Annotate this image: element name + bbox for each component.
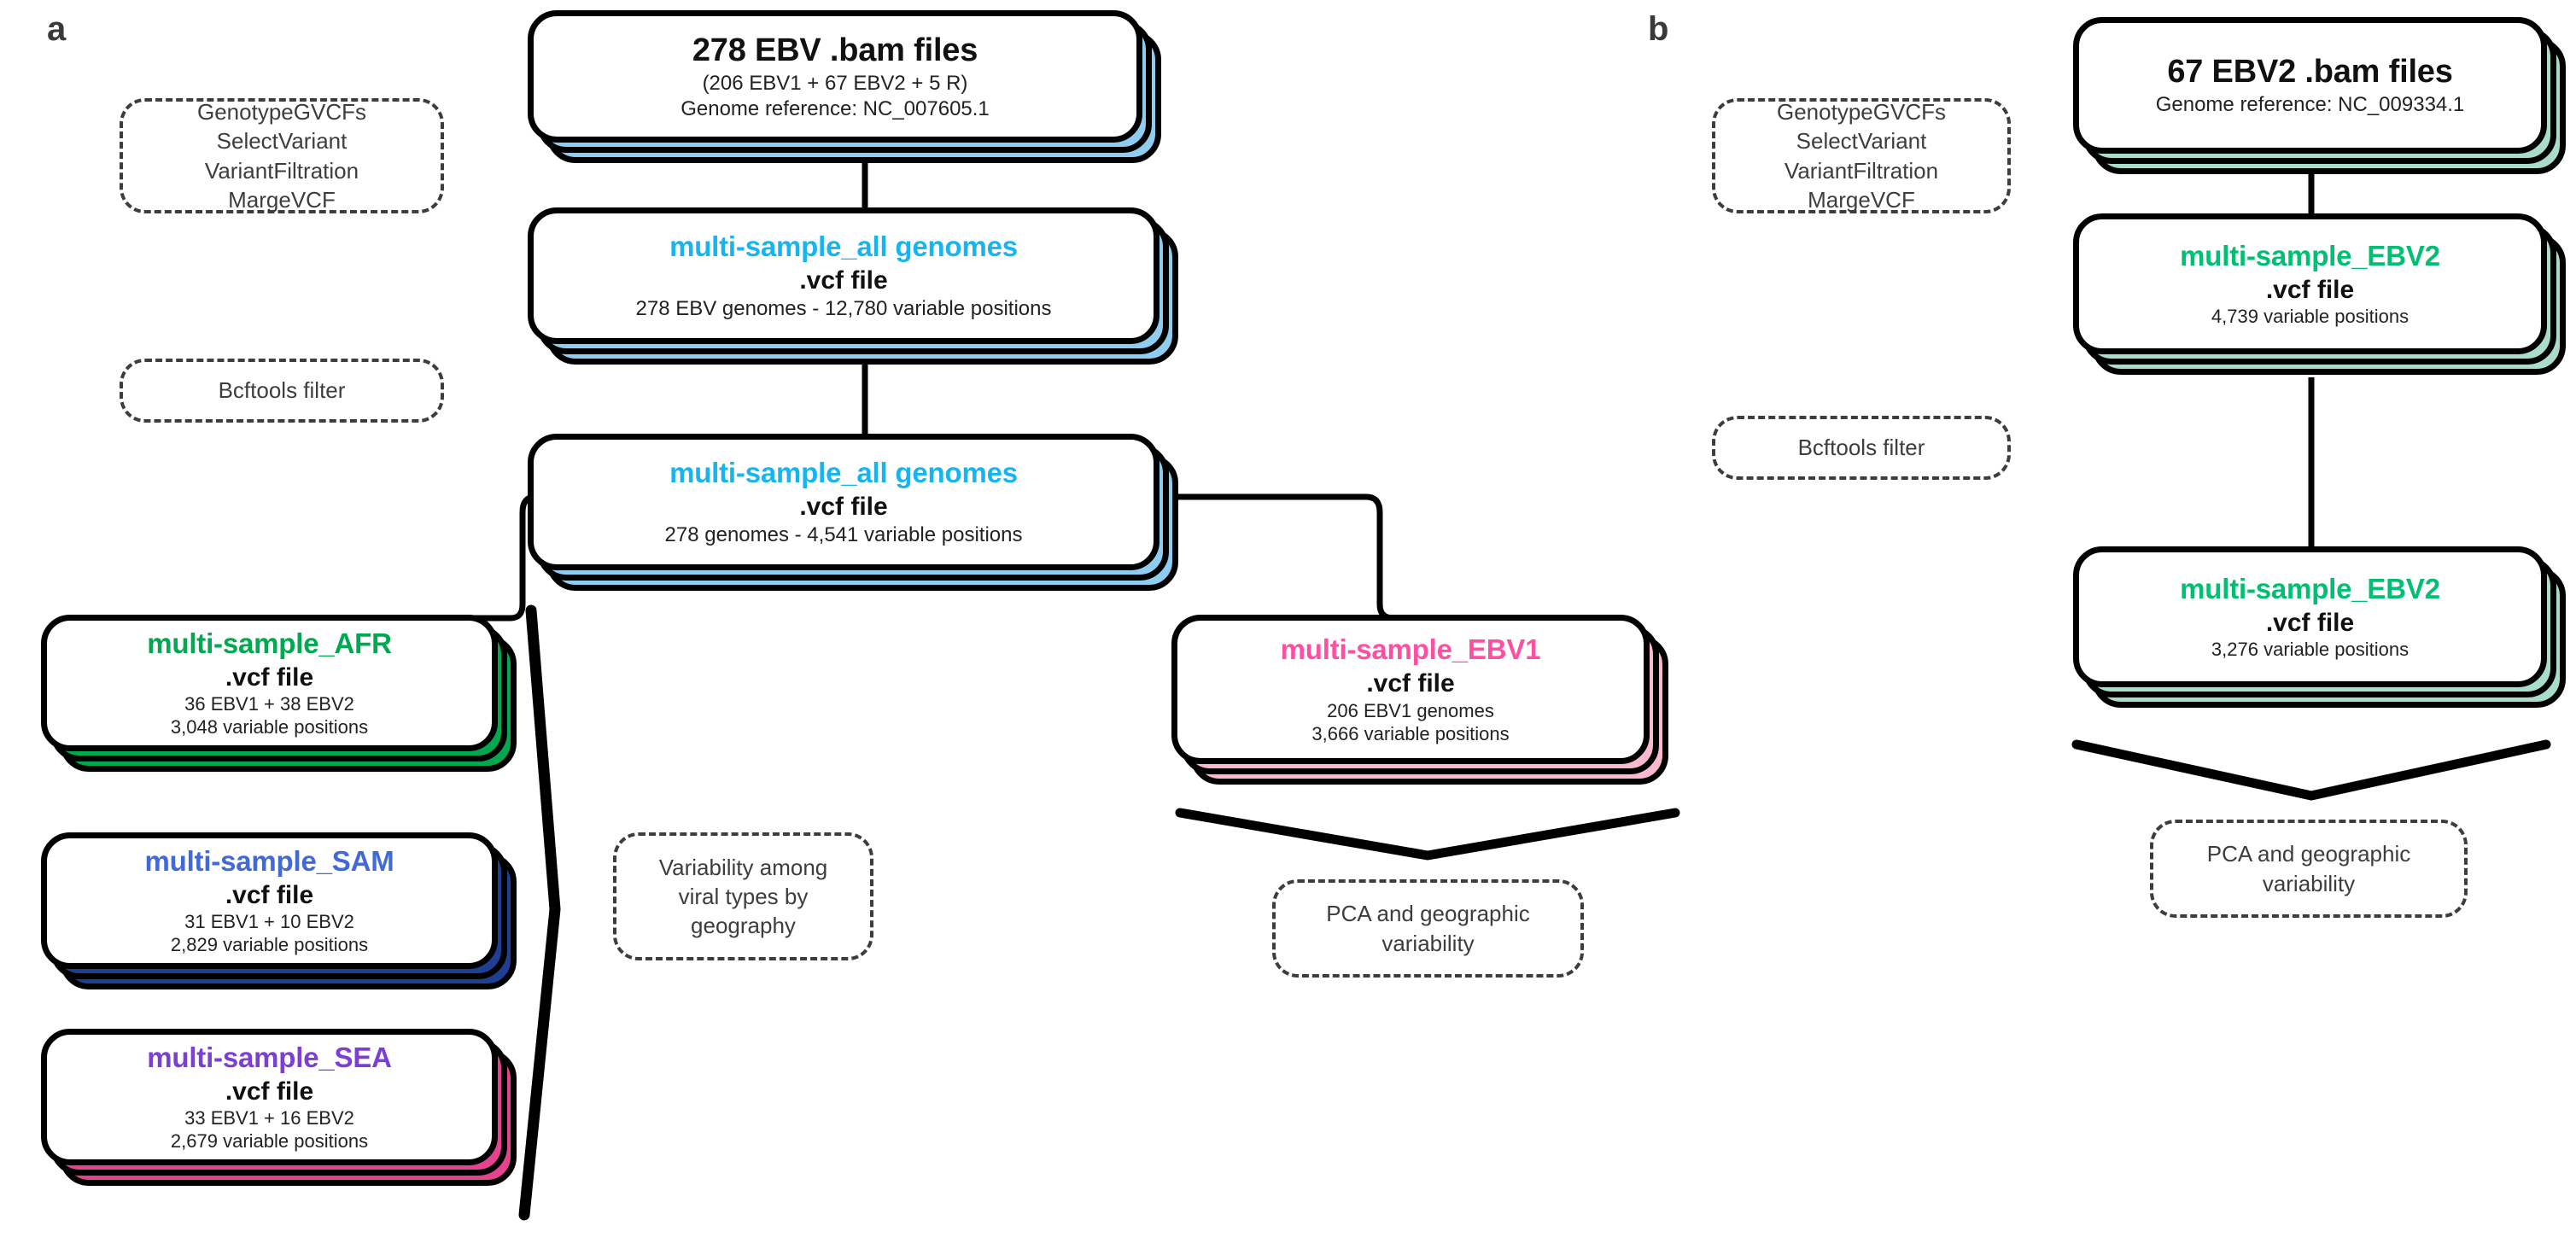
node-multi-sample-all-2: multi-sample_all genomes .vcf file 278 g… bbox=[528, 434, 1178, 591]
note-line: MargeVCF bbox=[1808, 186, 1915, 213]
node-multi-sample-all-1: multi-sample_all genomes .vcf file 278 E… bbox=[528, 207, 1178, 365]
node-subtitle: .vcf file bbox=[225, 1077, 314, 1106]
node-title: 67 EBV2 .bam files bbox=[2167, 54, 2453, 90]
node-title: multi-sample_all genomes bbox=[669, 456, 1018, 488]
gatk-tools-note-a: GenotypeGVCFs SelectVariant VariantFiltr… bbox=[120, 98, 444, 213]
card-face: multi-sample_EBV2 .vcf file 4,739 variab… bbox=[2073, 213, 2547, 354]
node-line: 3,666 variable positions bbox=[1311, 722, 1510, 744]
node-subtitle: .vcf file bbox=[225, 662, 314, 692]
node-title: 278 EBV .bam files bbox=[692, 32, 978, 68]
node-title: multi-sample_AFR bbox=[147, 627, 392, 659]
note-line: variability bbox=[1381, 930, 1475, 956]
node-subtitle: .vcf file bbox=[2265, 275, 2355, 304]
card-face: multi-sample_AFR .vcf file 36 EBV1 + 38 … bbox=[41, 615, 498, 751]
node-title: multi-sample_EBV1 bbox=[1280, 633, 1541, 666]
node-title: multi-sample_SAM bbox=[144, 844, 394, 877]
node-multi-sample-afr: multi-sample_AFR .vcf file 36 EBV1 + 38 … bbox=[41, 615, 517, 772]
note-line: PCA and geographic bbox=[2206, 841, 2411, 867]
note-line: MargeVCF bbox=[228, 186, 336, 213]
panel-label-b: b bbox=[1648, 10, 1669, 48]
card-face: multi-sample_all genomes .vcf file 278 E… bbox=[528, 207, 1159, 344]
card-face: multi-sample_EBV2 .vcf file 3,276 variab… bbox=[2073, 546, 2547, 687]
node-multi-sample-sam: multi-sample_SAM .vcf file 31 EBV1 + 10 … bbox=[41, 832, 517, 989]
node-line: (206 EBV1 + 67 EBV2 + 5 R) bbox=[702, 71, 968, 95]
node-line: 31 EBV1 + 10 EBV2 bbox=[184, 911, 354, 933]
node-subtitle: .vcf file bbox=[225, 880, 314, 909]
note-line: variability bbox=[2262, 870, 2356, 896]
card-face: multi-sample_SAM .vcf file 31 EBV1 + 10 … bbox=[41, 832, 498, 969]
node-line: 278 genomes - 4,541 variable positions bbox=[664, 523, 1023, 546]
note-line: viral types by bbox=[678, 883, 809, 909]
gatk-tools-note-b: GenotypeGVCFs SelectVariant VariantFiltr… bbox=[1712, 98, 2011, 213]
card-face: multi-sample_all genomes .vcf file 278 g… bbox=[528, 434, 1159, 570]
note-line: GenotypeGVCFs bbox=[197, 98, 366, 125]
node-subtitle: .vcf file bbox=[1366, 669, 1455, 698]
node-line: 3,048 variable positions bbox=[170, 716, 369, 738]
node-line: 36 EBV1 + 38 EBV2 bbox=[184, 693, 354, 715]
card-face: multi-sample_EBV1 .vcf file 206 EBV1 gen… bbox=[1171, 615, 1650, 764]
node-title: multi-sample_EBV2 bbox=[2180, 572, 2440, 604]
variability-geography-note: Variability among viral types by geograp… bbox=[613, 832, 873, 960]
bcftools-filter-note-b: Bcftools filter bbox=[1712, 416, 2011, 480]
node-line: 33 EBV1 + 16 EBV2 bbox=[184, 1107, 354, 1129]
node-line: 278 EBV genomes - 12,780 variable positi… bbox=[635, 297, 1052, 320]
node-line: Genome reference: NC_007605.1 bbox=[681, 96, 990, 120]
node-line: 2,829 variable positions bbox=[170, 934, 369, 956]
node-title: multi-sample_SEA bbox=[147, 1041, 392, 1073]
card-face: multi-sample_SEA .vcf file 33 EBV1 + 16 … bbox=[41, 1029, 498, 1165]
card-face: 278 EBV .bam files (206 EBV1 + 67 EBV2 +… bbox=[528, 10, 1142, 143]
node-line: Genome reference: NC_009334.1 bbox=[2155, 93, 2465, 117]
node-multi-sample-ebv2-2: multi-sample_EBV2 .vcf file 3,276 variab… bbox=[2073, 546, 2566, 708]
node-multi-sample-ebv1: multi-sample_EBV1 .vcf file 206 EBV1 gen… bbox=[1171, 615, 1668, 785]
note-line: SelectVariant bbox=[1796, 128, 1927, 155]
node-multi-sample-ebv2-1: multi-sample_EBV2 .vcf file 4,739 variab… bbox=[2073, 213, 2566, 375]
note-line: GenotypeGVCFs bbox=[1777, 98, 1946, 125]
node-line: 2,679 variable positions bbox=[170, 1130, 369, 1153]
note-line: VariantFiltration bbox=[1784, 157, 1939, 184]
node-line: 4,739 variable positions bbox=[2211, 306, 2410, 328]
node-multi-sample-sea: multi-sample_SEA .vcf file 33 EBV1 + 16 … bbox=[41, 1029, 517, 1186]
node-line: 3,276 variable positions bbox=[2211, 639, 2410, 661]
note-line: Bcftools filter bbox=[1797, 435, 1925, 461]
pca-geographic-note-b: PCA and geographic variability bbox=[2150, 820, 2468, 918]
node-line: 206 EBV1 genomes bbox=[1327, 699, 1494, 721]
node-ebv2-bam: 67 EBV2 .bam files Genome reference: NC_… bbox=[2073, 17, 2566, 174]
bcftools-filter-note-a: Bcftools filter bbox=[120, 359, 444, 423]
note-line: VariantFiltration bbox=[204, 157, 359, 184]
note-line: Variability among bbox=[658, 854, 828, 880]
note-line: geography bbox=[691, 913, 796, 939]
node-title: multi-sample_EBV2 bbox=[2180, 239, 2440, 271]
note-line: PCA and geographic bbox=[1326, 901, 1530, 927]
node-title: multi-sample_all genomes bbox=[669, 230, 1018, 262]
note-line: SelectVariant bbox=[216, 128, 348, 155]
panel-label-a: a bbox=[47, 10, 67, 48]
note-line: Bcftools filter bbox=[218, 377, 346, 404]
node-subtitle: .vcf file bbox=[799, 492, 888, 521]
node-subtitle: .vcf file bbox=[799, 266, 888, 295]
node-ebv-bam: 278 EBV .bam files (206 EBV1 + 67 EBV2 +… bbox=[528, 10, 1161, 163]
node-subtitle: .vcf file bbox=[2265, 608, 2355, 637]
card-face: 67 EBV2 .bam files Genome reference: NC_… bbox=[2073, 17, 2547, 154]
pca-geographic-note-a: PCA and geographic variability bbox=[1272, 879, 1584, 978]
